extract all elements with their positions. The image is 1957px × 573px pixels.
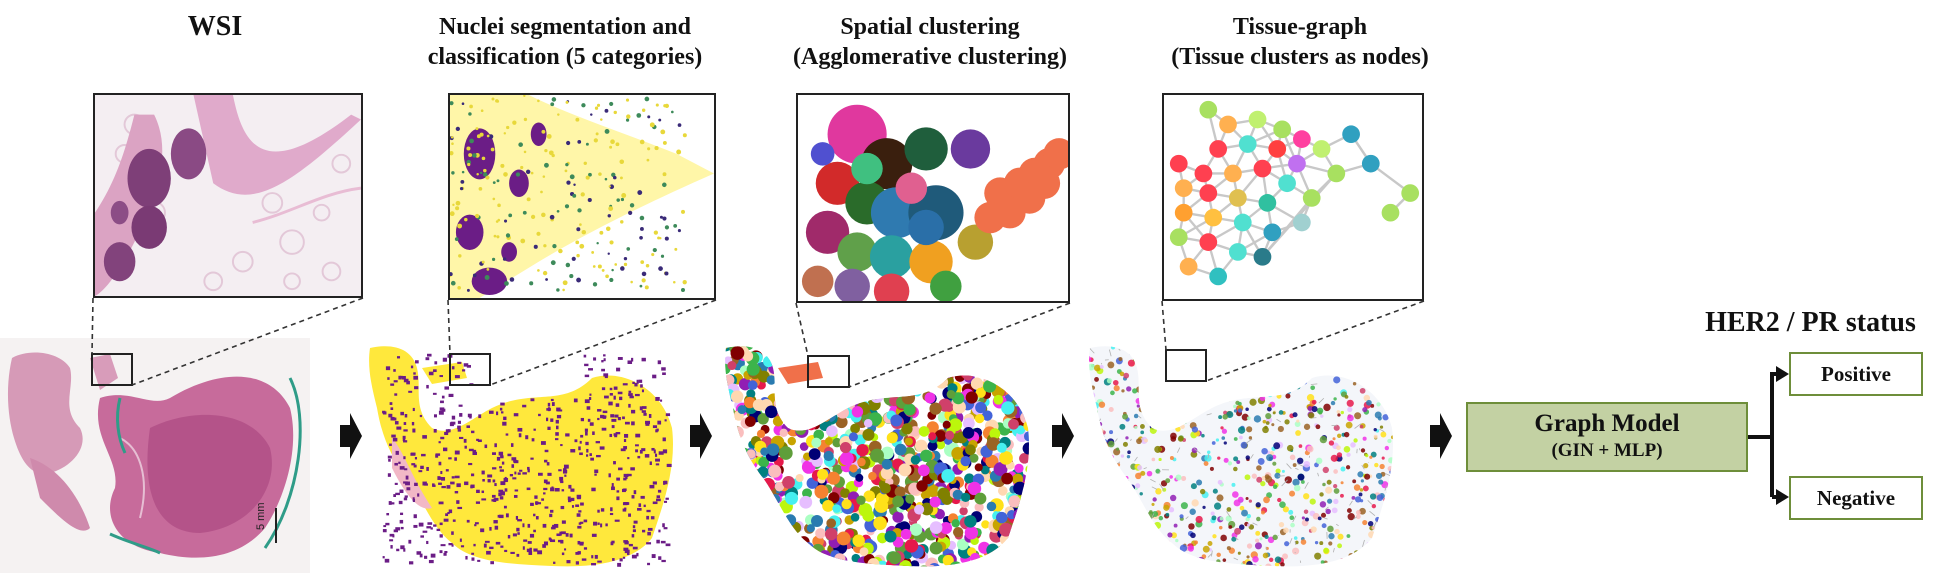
graph-zoom-panel — [1162, 93, 1424, 301]
title-graph: Tissue-graph (Tissue clusters as nodes) — [1125, 12, 1475, 72]
spatial-zoom-image — [798, 95, 1068, 301]
wsi-thumbnail-image: 5 mm — [0, 338, 310, 573]
title-nuclei-line2: classification (5 categories) — [427, 44, 703, 70]
arrow-positive-icon — [1776, 366, 1789, 382]
graph-model-detail: (GIN + MLP) — [1551, 440, 1663, 461]
output-negative-label: Negative — [1816, 486, 1896, 510]
nuclei-zoom-panel — [448, 93, 716, 300]
graph-thumbnail-image — [1089, 346, 1393, 567]
title-spatial-line2: (Agglomerative clustering) — [793, 44, 1067, 70]
title-spatial: Spatial clustering (Agglomerative cluste… — [750, 12, 1110, 72]
nuclei-zoom-image — [450, 95, 714, 298]
output-positive-box: Positive — [1789, 352, 1923, 396]
graph-model-label: Graph Model — [1534, 410, 1680, 437]
arrow-step-2-icon — [690, 413, 712, 459]
output-negative-box: Negative — [1789, 476, 1923, 520]
nuclei-thumbnail-image — [369, 346, 673, 567]
spatial-zoom-panel — [796, 93, 1070, 303]
spatial-thumbnail-image — [725, 346, 1029, 567]
output-fork — [1748, 372, 1778, 499]
nuclei-thumbnail — [362, 338, 680, 573]
graph-model-box: Graph Model (GIN + MLP) — [1466, 402, 1748, 472]
wsi-zoom-image — [95, 95, 361, 296]
wsi-thumbnail: 5 mm — [0, 338, 310, 573]
output-positive-label: Positive — [1821, 362, 1891, 386]
arrow-step-3-icon — [1052, 413, 1074, 459]
graph-zoom-image — [1164, 95, 1422, 299]
title-graph-line1: Tissue-graph — [1232, 14, 1368, 40]
title-nuclei: Nuclei segmentation and classification (… — [390, 12, 740, 72]
title-wsi: WSI — [187, 11, 243, 42]
arrow-step-4-icon — [1430, 413, 1452, 459]
title-spatial-line1: Spatial clustering — [840, 14, 1020, 40]
title-nuclei-line1: Nuclei segmentation and — [439, 14, 691, 40]
arrow-negative-icon — [1776, 489, 1789, 505]
graph-thumbnail — [1082, 338, 1400, 573]
arrow-step-1-icon — [340, 413, 362, 459]
spatial-thumbnail — [718, 338, 1030, 573]
title-status: HER2 / PR status — [1705, 307, 1916, 338]
scale-bar-label: 5 mm — [255, 503, 267, 531]
wsi-zoom-panel — [93, 93, 363, 298]
title-graph-line2: (Tissue clusters as nodes) — [1171, 44, 1429, 70]
